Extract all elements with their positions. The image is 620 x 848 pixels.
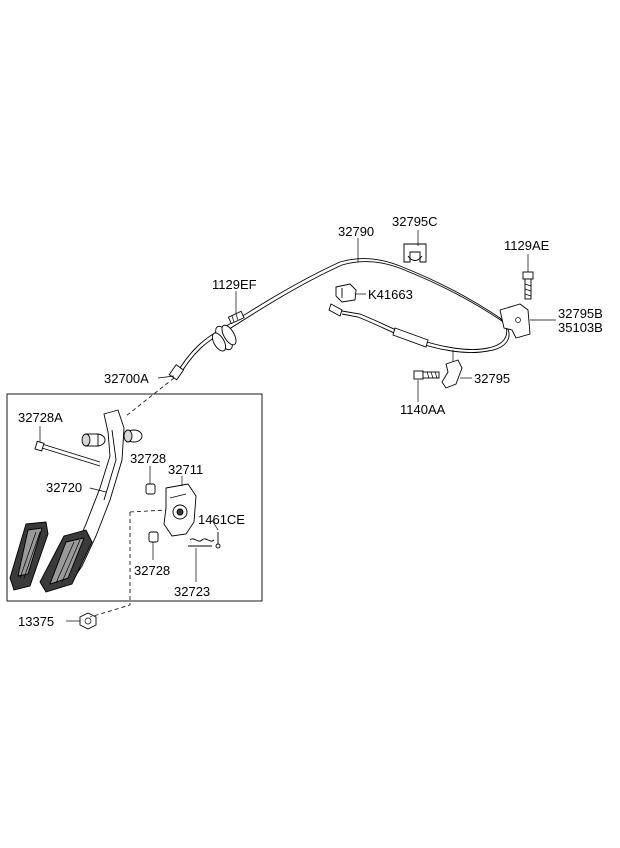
clip-k41663 xyxy=(335,283,357,303)
cable-grommet xyxy=(211,324,237,352)
label-32723: 32723 xyxy=(174,584,210,599)
bolt-1129ef xyxy=(227,310,245,325)
label-1129ae: 1129AE xyxy=(504,238,550,253)
pedal-pad-rear xyxy=(9,521,49,591)
label-32720: 32720 xyxy=(46,480,82,495)
label-32711: 32711 xyxy=(168,462,203,477)
part-labels: 32795C 32790 1129AE 1129EF K41663 32795B… xyxy=(18,214,603,629)
label-32795b: 32795B xyxy=(558,306,603,321)
pedal-assembly-frame xyxy=(6,393,263,602)
stopper-32728-top xyxy=(145,483,156,495)
label-35103b: 35103B xyxy=(558,320,603,335)
label-1129ef: 1129EF xyxy=(212,277,257,292)
cable-clip-32795c xyxy=(403,243,427,263)
return-spring-32723 xyxy=(188,538,215,547)
bolt-1140aa xyxy=(413,370,440,380)
label-32728a: 32728A xyxy=(18,410,63,425)
pedal-pad-front xyxy=(39,529,93,593)
label-32790: 32790 xyxy=(338,224,374,239)
bolt-1129ae xyxy=(522,271,534,300)
label-32728-top: 32728 xyxy=(130,451,166,466)
label-32795c: 32795C xyxy=(392,214,438,229)
stopper-32728-bottom xyxy=(148,531,159,543)
pedal-bracket-32711 xyxy=(163,483,197,537)
label-32728-bottom: 32728 xyxy=(134,563,170,578)
label-32700a: 32700A xyxy=(104,371,149,386)
label-32795: 32795 xyxy=(474,371,510,386)
pivot-bolt-32728a xyxy=(34,440,101,467)
label-13375: 13375 xyxy=(18,614,54,629)
label-1140aa: 1140AA xyxy=(400,402,446,417)
nut-13375 xyxy=(79,612,97,630)
pin-1461ce xyxy=(215,532,221,549)
leader-lines xyxy=(39,230,556,622)
bracket-32795 xyxy=(441,350,463,389)
label-k41663: K41663 xyxy=(368,287,413,302)
bracket-32795b xyxy=(499,303,531,339)
accelerator-cable xyxy=(168,258,510,381)
label-1461ce: 1461CE xyxy=(198,512,245,527)
